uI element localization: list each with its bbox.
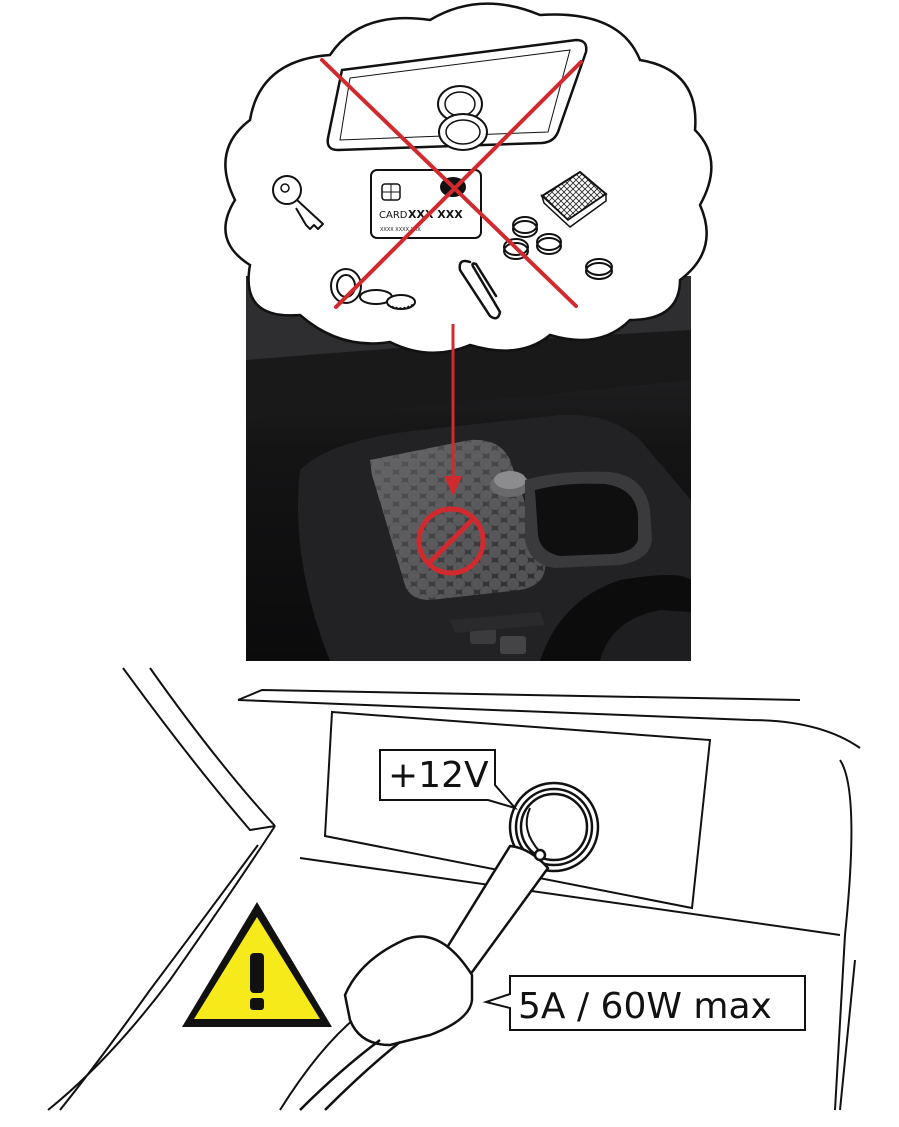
card-small-print: XXXX XXXX XXX: [380, 227, 421, 233]
prohibition-icon: [416, 506, 486, 576]
card-number: XXX XXX: [408, 208, 463, 221]
power-callout: 5A / 60W max: [482, 975, 806, 1031]
card-word: CARD: [379, 210, 408, 221]
plug: [299, 844, 550, 1111]
warning-triangle-icon: [182, 902, 332, 1027]
voltage-label: +12V: [388, 755, 489, 796]
mesh-pad-icon: [540, 170, 608, 228]
socket-12v: [508, 781, 600, 873]
arrow-down-icon: [444, 324, 462, 496]
red-x-icon: [320, 58, 583, 309]
key-icon: [272, 175, 324, 230]
paperclip-icon: [458, 259, 502, 320]
power-label: 5A / 60W max: [518, 986, 772, 1027]
voltage-callout: +12V: [379, 749, 519, 810]
dashboard-line-art: [47, 667, 861, 1111]
